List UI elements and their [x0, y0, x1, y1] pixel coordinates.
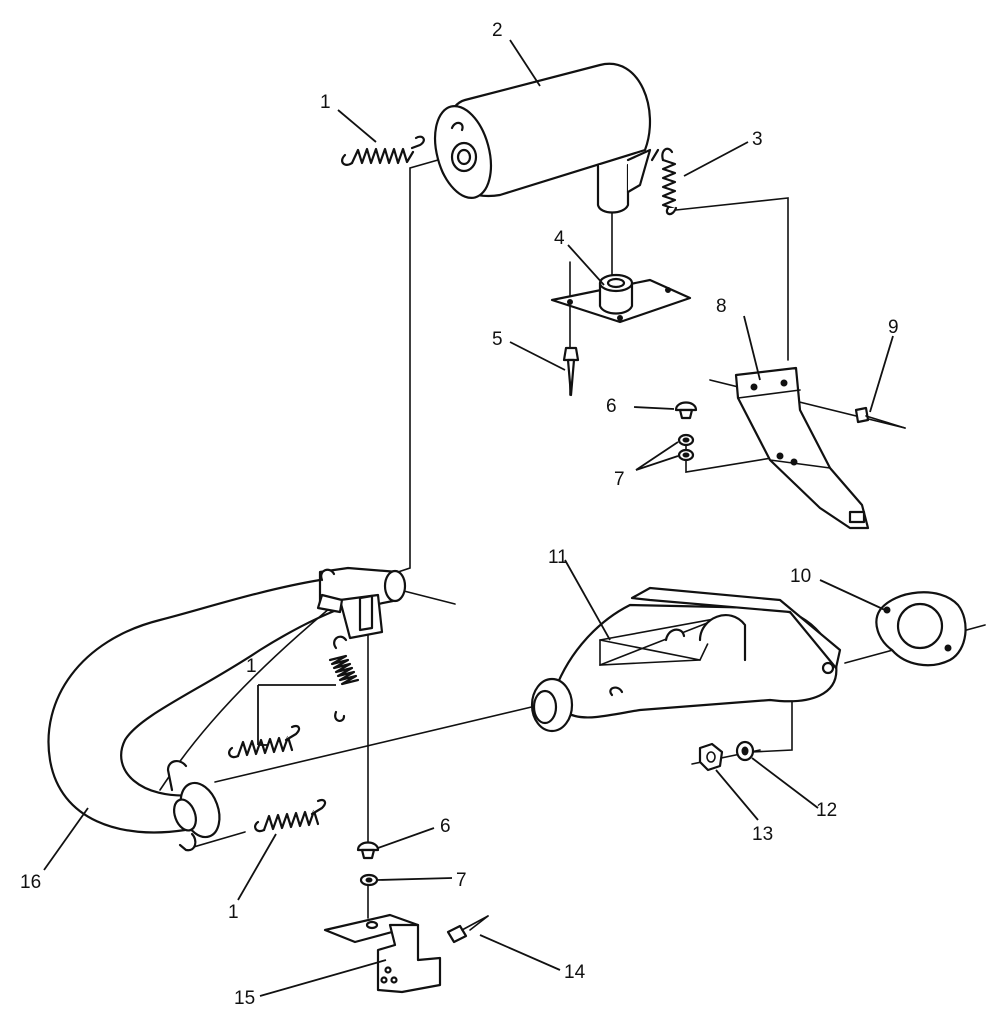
callout-1-lower: 1	[228, 902, 239, 923]
exhaust-manifold	[530, 586, 842, 733]
lower-bracket	[323, 913, 442, 994]
callout-11: 11	[548, 547, 568, 568]
grommet-6-top	[674, 401, 698, 420]
callout-labels: 1 2 3 4 5 6 7 8 9 10 11 1 12 13 6 7 14 1…	[20, 20, 899, 1009]
spring-pipe-lower	[254, 798, 327, 833]
spring-muffler-bracket	[650, 147, 678, 216]
callout-12: 12	[816, 800, 837, 821]
callout-8: 8	[716, 296, 727, 317]
spring-top	[341, 135, 425, 166]
callout-6-top: 6	[606, 396, 617, 417]
callout-1-middle: 1	[246, 656, 257, 677]
pipe-hanger	[316, 593, 384, 640]
callout-5: 5	[492, 329, 503, 350]
assembly-lines	[189, 157, 986, 931]
callout-9: 9	[888, 317, 899, 338]
callout-13: 13	[752, 824, 773, 845]
washer-12	[735, 740, 755, 762]
muffler-bracket	[734, 366, 870, 530]
callout-16: 16	[20, 872, 41, 893]
callout-14: 14	[564, 962, 586, 983]
callout-15: 15	[234, 988, 255, 1009]
gasket	[875, 591, 967, 667]
spring-pipe-middle	[228, 724, 301, 759]
callout-4: 4	[554, 228, 565, 249]
callout-7-lower: 7	[456, 870, 467, 891]
callout-1-top: 1	[320, 92, 331, 113]
muffler	[433, 62, 652, 214]
mounting-plate-with-grommet	[550, 273, 692, 324]
callout-2: 2	[492, 20, 503, 41]
leader-lines	[43, 39, 894, 997]
callout-3: 3	[752, 129, 763, 150]
screw-5	[562, 346, 580, 397]
washers-7-top	[677, 433, 695, 462]
screw-9	[854, 406, 906, 429]
washer-7-lower	[359, 873, 379, 887]
grommet-6-lower	[356, 841, 380, 860]
callout-10: 10	[790, 566, 811, 587]
callout-6-lower: 6	[440, 816, 451, 837]
screw-14	[446, 915, 489, 944]
spring-pipe-vertical	[328, 635, 360, 722]
nut-13	[698, 742, 724, 772]
callout-7-top: 7	[614, 469, 625, 490]
